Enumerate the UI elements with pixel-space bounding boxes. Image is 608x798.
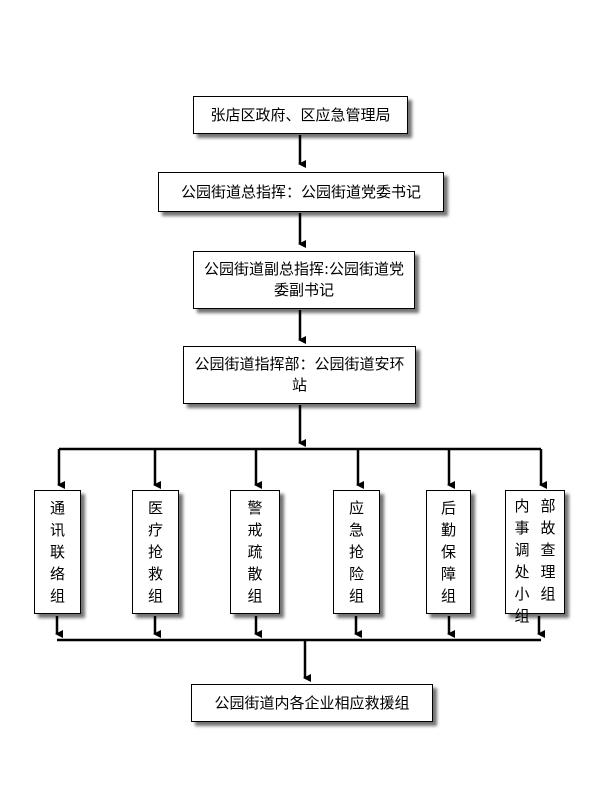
hq-box: 公园街道指挥部：公园街道安环站 — [183, 346, 416, 404]
deputy-label: 公园街道副总指挥:公园街道党委副书记 — [203, 260, 405, 299]
group-box-medical: 医疗抢救组 — [132, 490, 179, 614]
gov-label: 张店区政府、区应急管理局 — [210, 105, 391, 124]
group-label: 医疗抢救组 — [147, 499, 163, 605]
investigation-text-columns: 部故查理组 内事调处小组 — [514, 495, 556, 627]
gov-box: 张店区政府、区应急管理局 — [193, 96, 408, 134]
group-box-logistics: 后勤保障组 — [426, 490, 471, 614]
group-box-investigation: 部故查理组 内事调处小组 — [505, 490, 565, 625]
deputy-box: 公园街道副总指挥:公园街道党委副书记 — [193, 251, 415, 309]
group-label: 警戒疏散组 — [247, 499, 263, 605]
commander-label: 公园街道总指挥：公园街道党委书记 — [180, 182, 421, 201]
commander-box: 公园街道总指挥：公园街道党委书记 — [158, 172, 444, 212]
rescue-label: 公园街道内各企业相应救援组 — [214, 693, 410, 712]
group-label: 后勤保障组 — [440, 499, 456, 605]
hq-label: 公园街道指挥部：公园街道安环站 — [194, 355, 405, 394]
group-box-communication: 通讯联络组 — [34, 490, 81, 614]
group-box-evacuation: 警戒疏散组 — [230, 490, 280, 614]
group-label: 通讯联络组 — [49, 499, 65, 605]
investigation-col-1: 内事调处小组 — [514, 497, 530, 625]
group-box-emergency: 应急抢险组 — [333, 490, 380, 614]
group-label: 应急抢险组 — [348, 499, 364, 605]
investigation-col-2: 部故查理组 — [540, 497, 556, 603]
rescue-box: 公园街道内各企业相应救援组 — [191, 684, 433, 722]
